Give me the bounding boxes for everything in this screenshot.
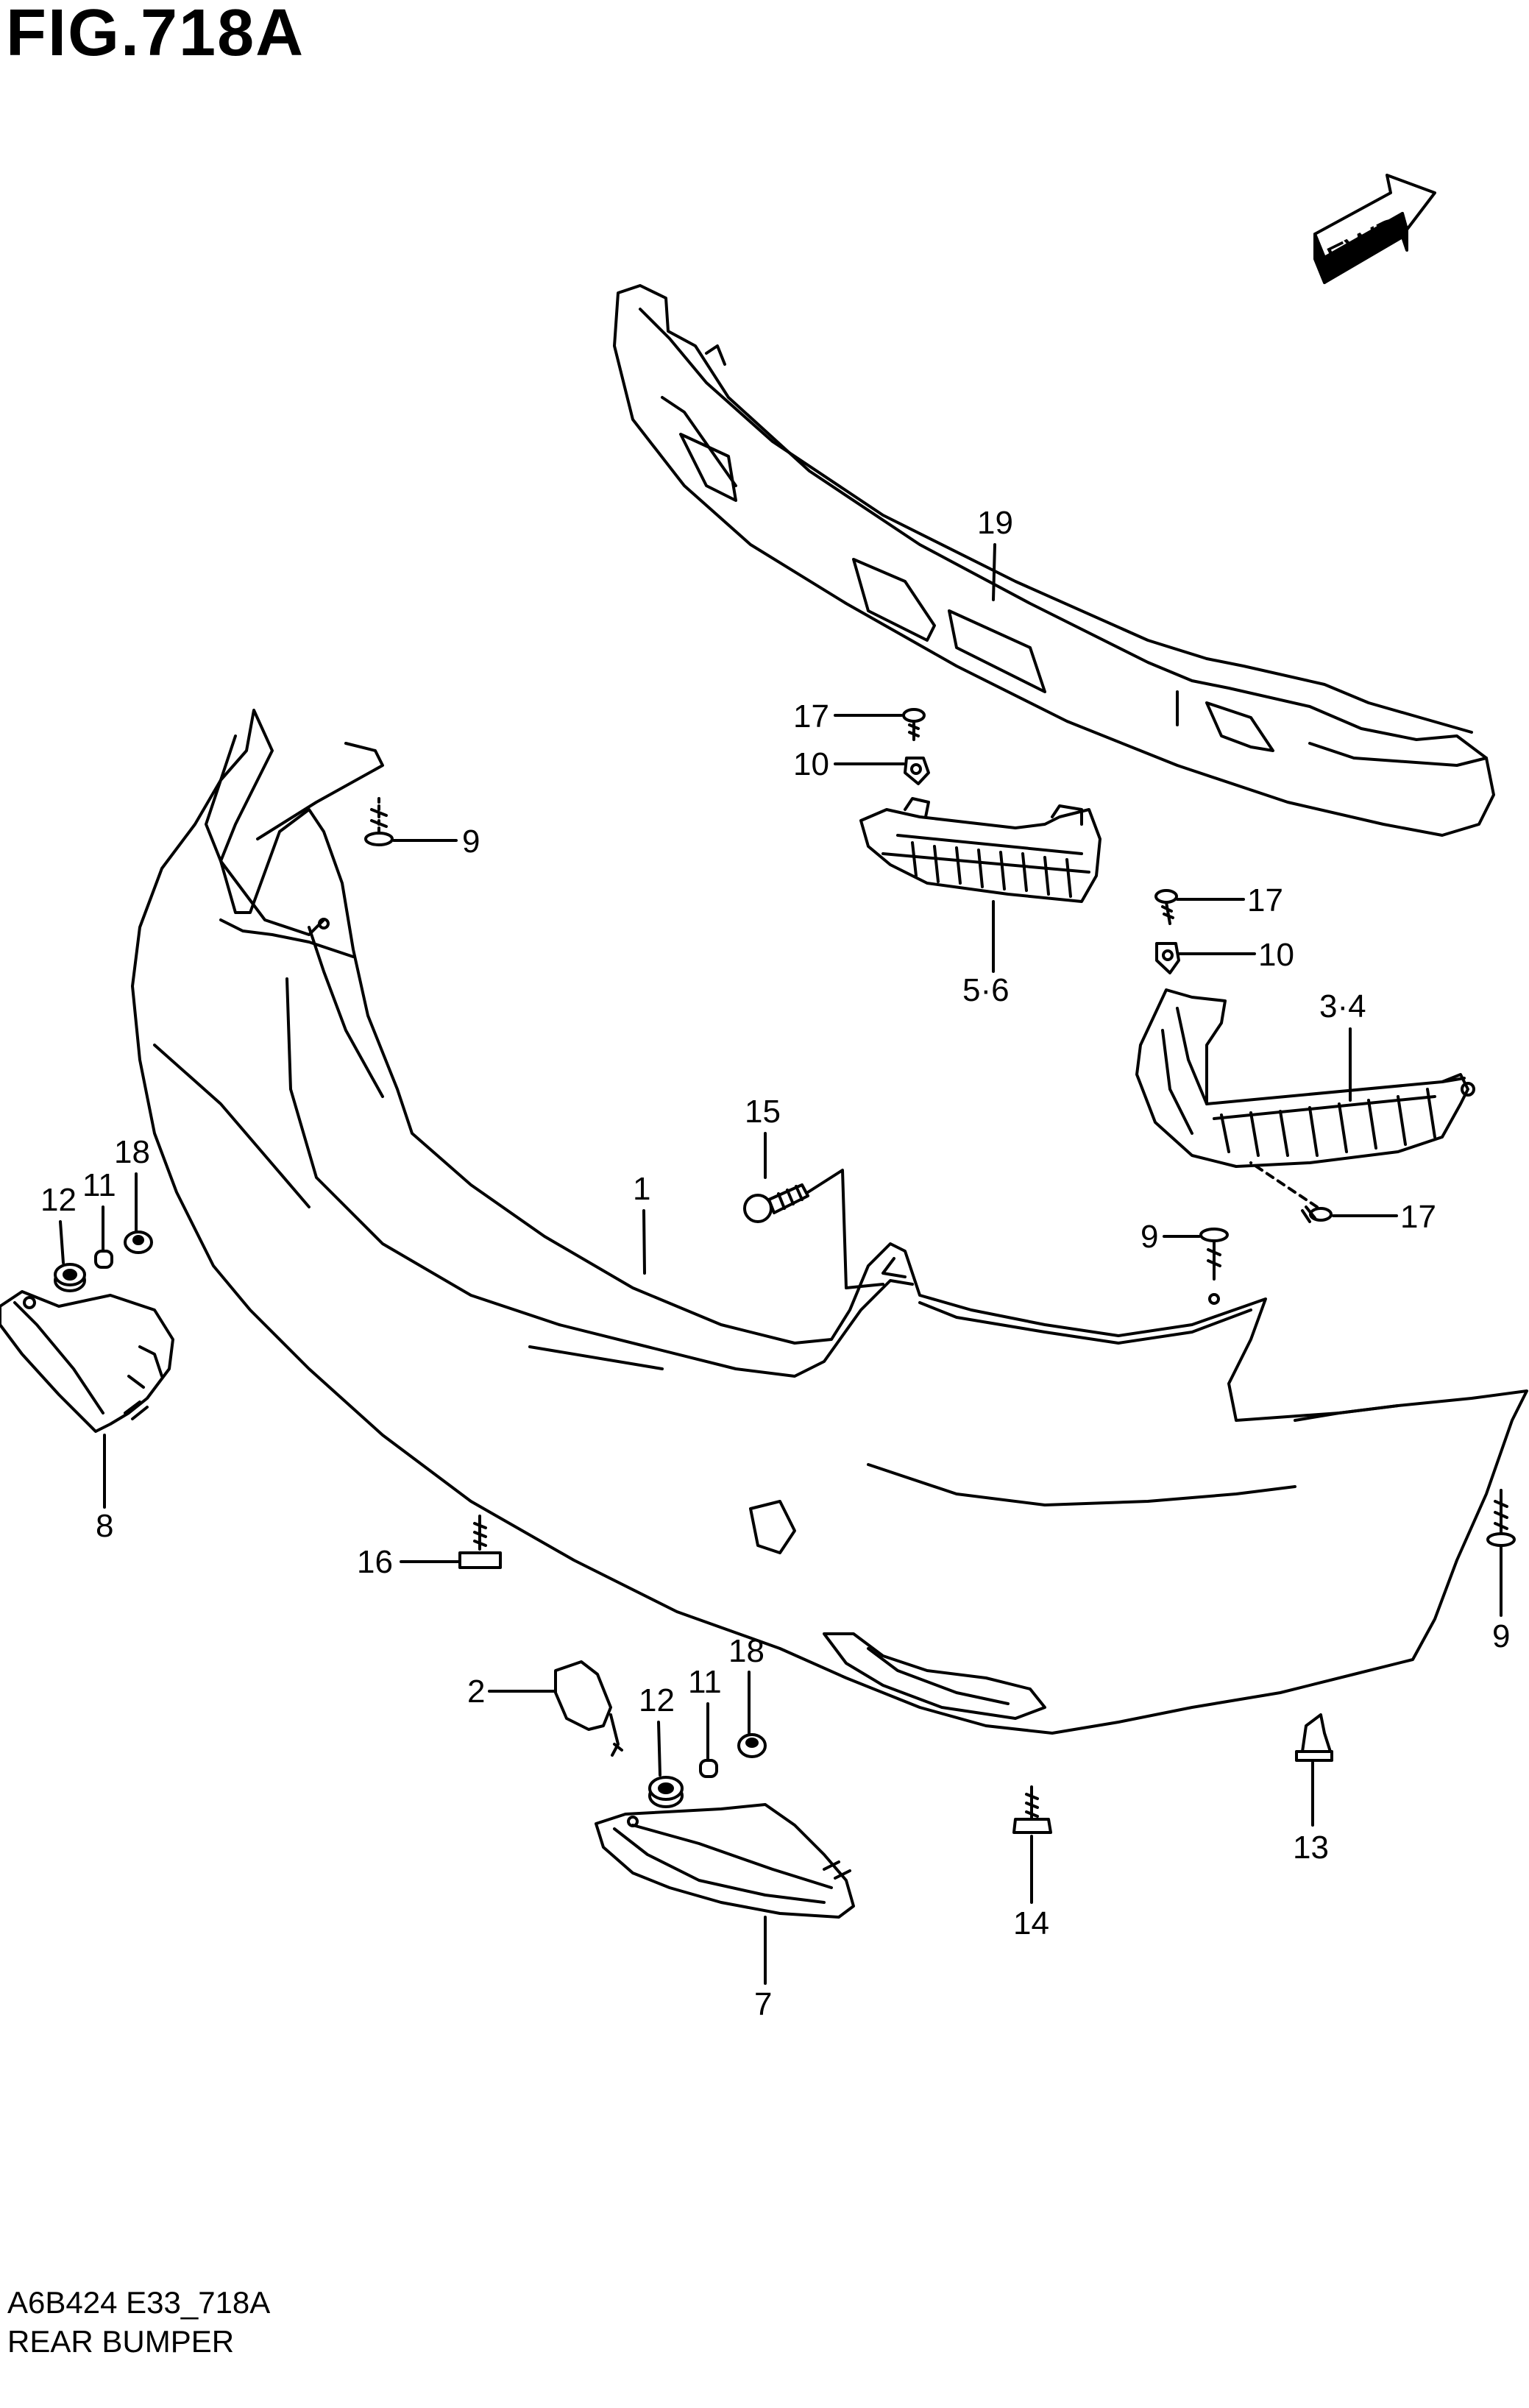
leader-19	[992, 543, 996, 601]
leader-12a	[59, 1220, 65, 1264]
callout-12b: 12	[639, 1682, 675, 1718]
callout-9a: 9	[462, 824, 480, 860]
callout-11b: 11	[688, 1664, 722, 1700]
bumper-reinforcement	[613, 284, 1495, 837]
nut-18-left	[124, 1230, 153, 1254]
callout-5-6: 5·6	[962, 972, 1010, 1008]
callout-18a: 18	[114, 1134, 150, 1170]
callout-12a: 12	[40, 1182, 77, 1218]
callout-10b: 10	[1258, 937, 1294, 973]
callout-17b: 17	[1247, 882, 1283, 918]
nut-18-lower	[737, 1733, 767, 1758]
figure-title: FIG.718A	[6, 0, 305, 70]
bracket-3-4	[1135, 988, 1475, 1168]
callout-17c: 17	[1400, 1199, 1436, 1235]
bolt-16	[458, 1515, 502, 1569]
grommet-12-lower	[648, 1776, 684, 1808]
fwd-arrow-icon: FWD	[1313, 174, 1436, 284]
callout-16: 16	[357, 1544, 393, 1580]
callout-14: 14	[1013, 1905, 1049, 1941]
spacer-11-left	[94, 1250, 113, 1269]
callout-7: 7	[754, 1986, 772, 2022]
leader-15b	[806, 1169, 884, 1289]
callout-19: 19	[977, 505, 1013, 541]
figure-code: A6B424 E33_718A	[7, 2285, 271, 2320]
garnish-8	[0, 1290, 174, 1433]
callout-15: 15	[745, 1094, 781, 1130]
callout-13: 13	[1293, 1830, 1329, 1866]
leader-12b	[657, 1721, 661, 1777]
screw-17-right	[1154, 889, 1178, 925]
screw-9-middle	[1199, 1228, 1229, 1281]
callout-17a: 17	[793, 698, 829, 734]
callout-3-4: 3·4	[1319, 988, 1366, 1024]
bumper-fascia	[131, 709, 1528, 1735]
bolt-15	[743, 1183, 809, 1223]
leader-1	[642, 1209, 646, 1275]
leader-17c-dash	[1249, 1161, 1319, 1208]
screw-9-upper	[364, 797, 394, 846]
figure-name: REAR BUMPER	[7, 2324, 235, 2359]
spacer-11-lower	[699, 1759, 718, 1778]
callout-2: 2	[467, 1674, 485, 1710]
garnish-7	[595, 1803, 855, 1919]
callout-18b: 18	[728, 1633, 764, 1669]
bolt-14	[1012, 1785, 1052, 1834]
callout-1: 1	[633, 1171, 650, 1207]
tow-hook-cap-2	[554, 1660, 623, 1757]
screw-17-upper	[902, 708, 926, 741]
callout-11a: 11	[82, 1167, 116, 1203]
callout-10a: 10	[793, 746, 829, 782]
screw-9-right	[1486, 1489, 1516, 1547]
bracket-5-6	[859, 797, 1101, 903]
clip-10-right	[1155, 942, 1180, 974]
callout-8: 8	[96, 1508, 113, 1544]
grommet-12-left	[54, 1263, 86, 1292]
screw-17-lower	[1301, 1205, 1333, 1223]
clip-13	[1295, 1713, 1333, 1762]
callout-9b: 9	[1140, 1219, 1158, 1255]
callout-9c: 9	[1492, 1618, 1510, 1654]
clip-10-upper	[904, 757, 930, 785]
